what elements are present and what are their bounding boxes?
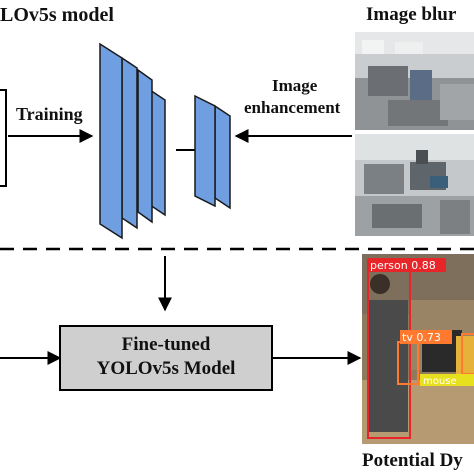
cnn-layer-small xyxy=(194,94,216,208)
finetuned-model-box xyxy=(59,325,273,391)
enhance-label-line2: enhancement xyxy=(244,98,341,117)
detection-label-bg-mouse xyxy=(420,374,474,386)
blurred-image-1 xyxy=(355,32,474,130)
cnn-small-stack xyxy=(194,94,231,210)
cnn-layer-small xyxy=(214,104,231,210)
cnn-layer xyxy=(121,56,138,230)
model-title: LOv5s model xyxy=(0,4,114,26)
finetuned-label-line1: Fine-tuned xyxy=(121,334,211,355)
detection-label-person: person 0.88 xyxy=(370,259,436,272)
images-title: Image blur xyxy=(366,4,457,25)
enhance-label-line1: Image xyxy=(272,76,318,95)
detection-image xyxy=(362,254,474,444)
result-title: Potential Dy xyxy=(362,450,463,471)
cnn-large-stack xyxy=(99,42,166,240)
detection-label-tv: tv 0.73 xyxy=(402,331,441,344)
training-label: Training xyxy=(16,104,83,124)
blurred-image-2 xyxy=(355,134,474,236)
input-box-partial xyxy=(0,89,7,187)
detection-label-bg-tv xyxy=(400,330,452,344)
cnn-layer xyxy=(99,42,123,240)
finetuned-label-line2: YOLOv5s Model xyxy=(96,358,236,379)
cnn-layer xyxy=(137,68,153,224)
detection-label-mouse: mouse xyxy=(423,376,457,387)
detection-label-bg-person xyxy=(368,258,446,272)
